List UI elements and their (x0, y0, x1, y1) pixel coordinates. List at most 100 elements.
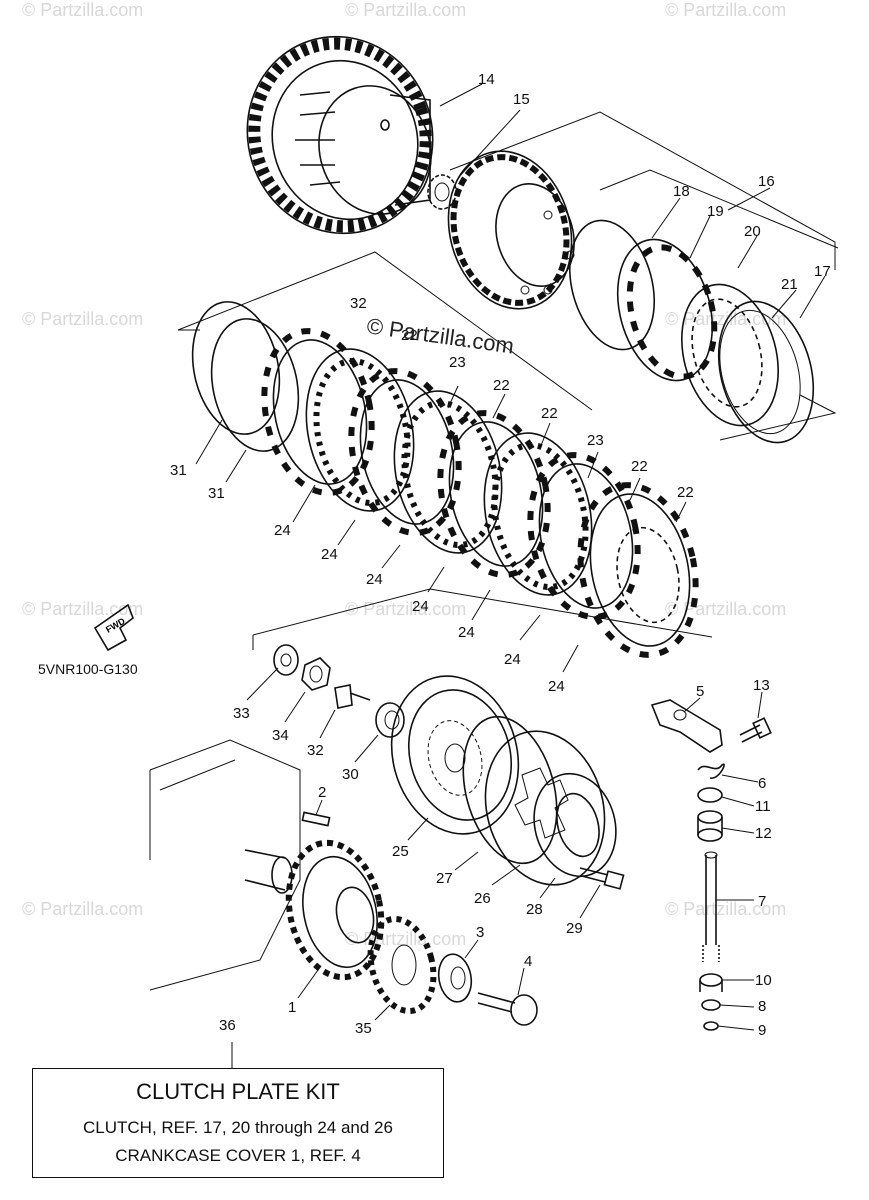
callout-2: 2 (318, 784, 326, 801)
part-6-spring (697, 763, 725, 779)
callout-7: 7 (758, 893, 766, 910)
callout-31-b: 31 (208, 485, 225, 502)
callout-18: 18 (673, 183, 690, 200)
callout-20: 20 (744, 223, 761, 240)
diagram-code: 5VNR100-G130 (38, 661, 138, 677)
part-1-primary-gear (244, 839, 385, 981)
watermark-center-main: © Partzilla.com (365, 313, 515, 358)
watermark-lower-left: © Partzilla.com (22, 899, 143, 919)
callout-22-e: 22 (677, 484, 694, 501)
callout-29: 29 (566, 920, 583, 937)
callout-15: 15 (513, 91, 530, 108)
watermark-upper-right: © Partzilla.com (665, 309, 786, 329)
watermark-upper-left: © Partzilla.com (22, 309, 143, 329)
part-9-circlip (703, 1021, 719, 1031)
part-27-ring (462, 715, 558, 865)
callout-16: 16 (758, 173, 775, 190)
callout-34: 34 (272, 727, 289, 744)
friction-plate-stack (261, 328, 699, 658)
watermark-mid-right: © Partzilla.com (665, 599, 786, 619)
callout-23-a: 23 (449, 354, 466, 371)
callout-22-c: 22 (541, 405, 558, 422)
part-12-bearing (697, 828, 723, 842)
clutch-plate-kit-box: CLUTCH PLATE KIT CLUTCH, REF. 17, 20 thr… (32, 1068, 444, 1178)
callout-26: 26 (474, 890, 491, 907)
callout-19: 19 (707, 203, 724, 220)
part-11-seal (697, 787, 723, 803)
part-19-ring (616, 238, 714, 382)
callout-17: 17 (814, 263, 831, 280)
part-32-pushrod (334, 684, 371, 709)
kit-title: CLUTCH PLATE KIT (136, 1079, 340, 1104)
callout-8: 8 (758, 998, 766, 1015)
part-35-gear (367, 915, 437, 1015)
callout-24-c: 24 (366, 571, 383, 588)
callout-11: 11 (755, 798, 771, 815)
watermark-top-right: © Partzilla.com (665, 0, 786, 20)
lower-assembly-bracket (252, 588, 713, 650)
callout-31-a: 31 (170, 462, 187, 479)
part-4-bolt (477, 992, 538, 1026)
part-34-nut (301, 657, 331, 691)
watermark-lower-center: © Partzilla.com (345, 929, 466, 949)
callout-24-b: 24 (321, 546, 338, 563)
callout-24-d: 24 (412, 598, 429, 615)
callout-32-top: 32 (350, 295, 367, 312)
callout-3: 3 (476, 924, 484, 941)
callout-36: 36 (219, 1017, 236, 1034)
callout-1: 1 (288, 999, 296, 1016)
part-25-pressure-plate (390, 675, 520, 835)
watermark-mid-center: © Partzilla.com (345, 599, 466, 619)
part-2-key (301, 811, 331, 827)
part-21-plate (681, 283, 779, 427)
part-26-plate (484, 730, 606, 886)
callout-5: 5 (696, 683, 704, 700)
callout-14: 14 (478, 71, 495, 88)
callout-24-f: 24 (504, 651, 521, 668)
part-8-washer (701, 999, 721, 1011)
callout-24-e: 24 (458, 624, 475, 641)
callout-28: 28 (526, 901, 543, 918)
part-31-rings (191, 301, 300, 452)
watermark-layer: © Partzilla.com © Partzilla.com © Partzi… (22, 0, 786, 949)
part-5-lever (650, 699, 723, 753)
callout-27: 27 (436, 870, 453, 887)
part-3-washer (437, 953, 473, 1003)
part-14-clutch-housing (246, 35, 434, 235)
callout-25: 25 (392, 843, 409, 860)
clutch-boss (447, 150, 575, 310)
part-10-bush (699, 973, 723, 987)
callout-22-d: 22 (631, 458, 648, 475)
watermark-top-left: © Partzilla.com (22, 0, 143, 20)
watermark-mid-left: © Partzilla.com (22, 599, 143, 619)
crankcase-outline (149, 739, 301, 991)
callout-6: 6 (758, 775, 766, 792)
small-parts-lower-left (273, 644, 405, 738)
part-33-washer (273, 644, 299, 676)
callout-labels: 14 15 16 18 19 20 21 17 32 22 23 22 22 2… (170, 71, 831, 1039)
rings-18-to-21 (568, 219, 815, 444)
leader-lines (195, 83, 826, 1068)
kit-line-crankcase: CRANKCASE COVER 1, REF. 4 (115, 1146, 361, 1165)
callout-24-a: 24 (274, 522, 291, 539)
callout-10: 10 (755, 972, 772, 989)
part-18-ring (568, 219, 656, 351)
part-17-ring (717, 300, 815, 444)
callout-32-bottom: 32 (307, 742, 324, 759)
callout-24-g: 24 (548, 678, 565, 695)
callout-22-a: 22 (401, 327, 418, 344)
part-29-bolt (579, 867, 625, 890)
callout-12: 12 (755, 825, 772, 842)
part-30-bearing (375, 702, 405, 738)
callout-35: 35 (355, 1020, 372, 1037)
callout-30: 30 (342, 766, 359, 783)
callout-4: 4 (524, 953, 532, 970)
kit-line-clutch: CLUTCH, REF. 17, 20 through 24 and 26 (83, 1118, 393, 1137)
watermark-top-center: © Partzilla.com (345, 0, 466, 20)
callout-9: 9 (758, 1022, 766, 1039)
part-28-plate (533, 772, 617, 878)
push-lever-assembly (650, 699, 772, 1031)
callout-13: 13 (753, 677, 770, 694)
callout-22-b: 22 (493, 377, 510, 394)
